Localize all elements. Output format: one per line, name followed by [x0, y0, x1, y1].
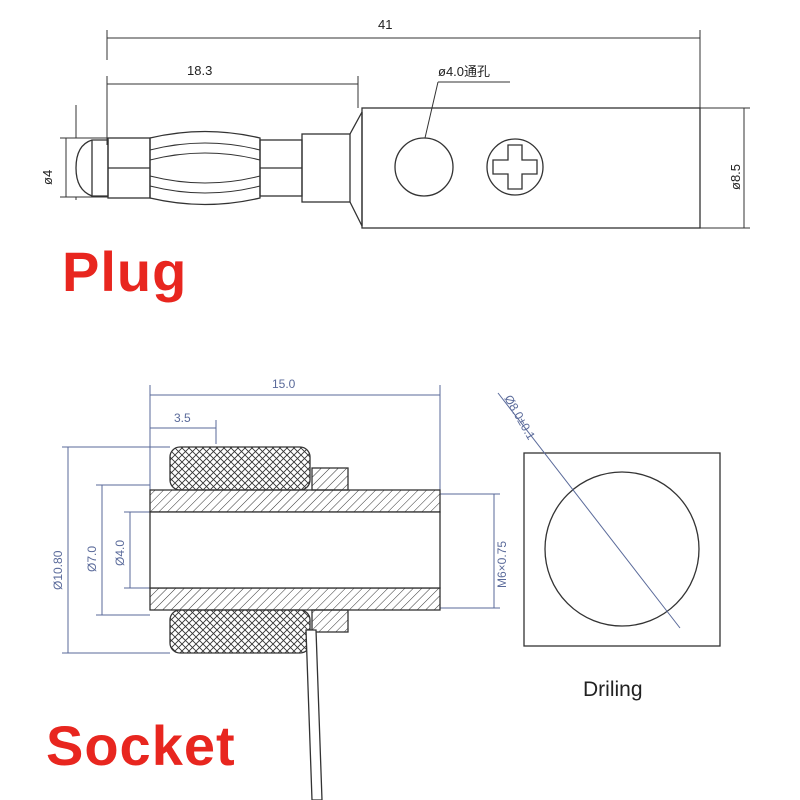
knurled-nut-bottom — [169, 609, 311, 654]
dim-overall-length: 41 — [378, 17, 392, 32]
socket-body — [149, 446, 441, 800]
dim-flange: 3.5 — [174, 411, 191, 425]
dim-hole-label: ø4.0通孔 — [438, 64, 490, 79]
socket-drawing — [62, 385, 500, 654]
plug-drawing — [60, 30, 750, 229]
through-hole — [394, 137, 454, 197]
dim-body-diameter: ø8.5 — [728, 164, 743, 190]
dim-mid-diameter: Ø7.0 — [85, 546, 99, 572]
drilling-drawing — [497, 392, 721, 647]
dim-thread: M6×0.75 — [495, 541, 509, 588]
drill-hole — [544, 471, 700, 627]
dim-drill-hole: Ø8.0±0.1 — [501, 393, 538, 443]
dim-pin-length: 18.3 — [187, 63, 212, 78]
spring-section — [149, 130, 261, 206]
drilling-caption: Driling — [583, 678, 643, 701]
plug-body — [361, 107, 701, 229]
dim-socket-length: 15.0 — [272, 377, 296, 391]
dim-pin-diameter: ø4 — [40, 170, 55, 185]
dim-outer-diameter: Ø10.80 — [51, 550, 65, 590]
pin-tip — [75, 139, 109, 197]
knurled-nut-top — [169, 446, 311, 491]
socket-label: Socket — [46, 714, 236, 777]
plug-label: Plug — [62, 240, 188, 303]
dim-bore: Ø4.0 — [113, 540, 127, 566]
screw-head — [486, 138, 544, 196]
panel-square — [523, 452, 721, 647]
